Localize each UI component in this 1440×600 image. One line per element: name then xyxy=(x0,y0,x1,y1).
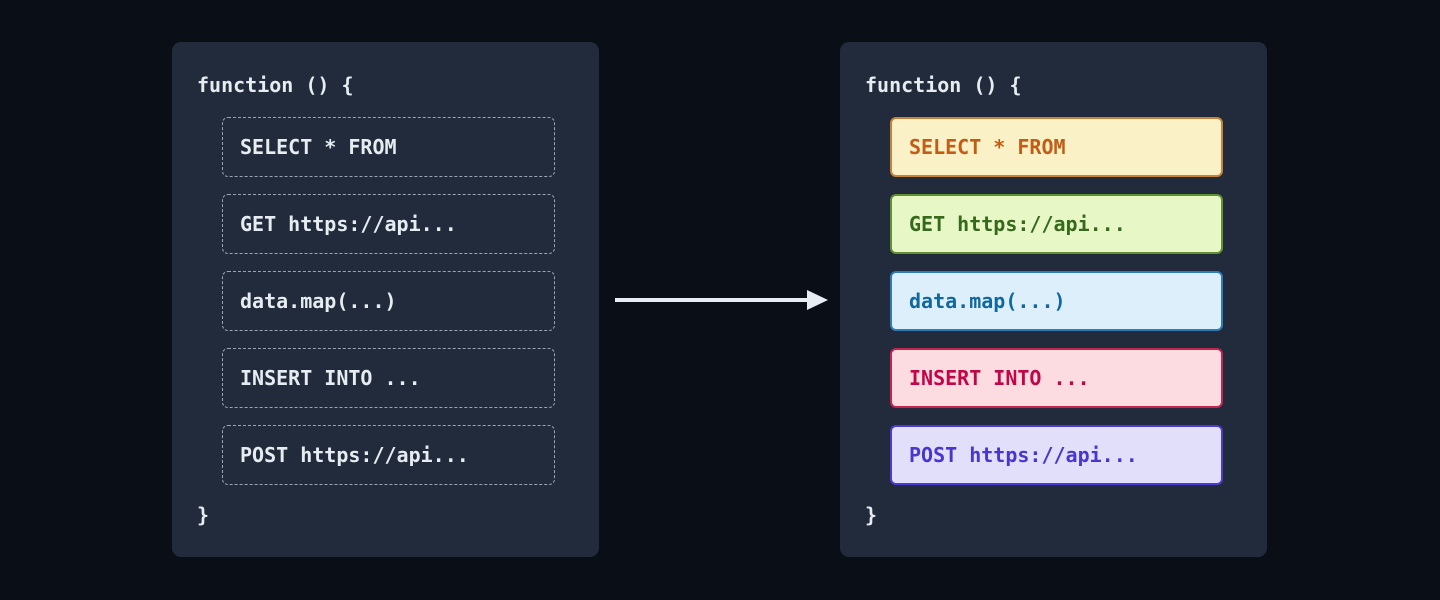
code-box-label: SELECT * FROM xyxy=(909,135,1066,159)
function-declaration: function () { xyxy=(865,73,1022,97)
code-box-map: data.map(...) xyxy=(222,271,555,331)
code-box-post: POST https://api... xyxy=(222,425,555,485)
code-box-label: SELECT * FROM xyxy=(240,135,397,159)
code-box-label: POST https://api... xyxy=(909,443,1138,467)
code-box-post: POST https://api... xyxy=(890,425,1223,485)
code-box-select: SELECT * FROM xyxy=(890,117,1223,177)
panel-before: function () { SELECT * FROM GET https://a… xyxy=(172,42,599,557)
code-box-label: GET https://api... xyxy=(240,212,457,236)
function-declaration: function () { xyxy=(197,73,354,97)
code-box-label: data.map(...) xyxy=(240,289,397,313)
function-closing-brace: } xyxy=(865,503,878,527)
panel-after: function () { SELECT * FROM GET https://a… xyxy=(840,42,1267,557)
right-box-list: SELECT * FROM GET https://api... data.map(… xyxy=(890,117,1223,485)
code-box-get: GET https://api... xyxy=(222,194,555,254)
left-box-list: SELECT * FROM GET https://api... data.map(… xyxy=(222,117,555,485)
transform-arrow-icon xyxy=(615,290,828,310)
code-box-get: GET https://api... xyxy=(890,194,1223,254)
code-box-label: GET https://api... xyxy=(909,212,1126,236)
code-box-label: POST https://api... xyxy=(240,443,469,467)
code-box-label: INSERT INTO ... xyxy=(240,366,421,390)
code-box-insert: INSERT INTO ... xyxy=(222,348,555,408)
code-box-select: SELECT * FROM xyxy=(222,117,555,177)
code-box-map: data.map(...) xyxy=(890,271,1223,331)
function-closing-brace: } xyxy=(197,503,210,527)
code-box-insert: INSERT INTO ... xyxy=(890,348,1223,408)
code-box-label: data.map(...) xyxy=(909,289,1066,313)
code-box-label: INSERT INTO ... xyxy=(909,366,1090,390)
